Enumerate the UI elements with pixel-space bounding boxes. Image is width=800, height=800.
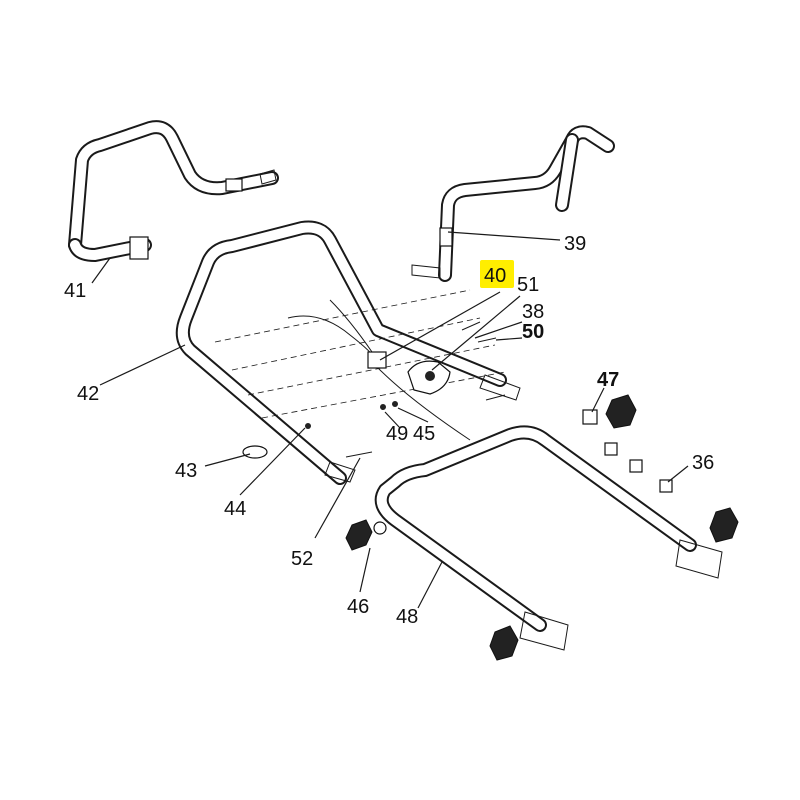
right-knob[interactable] [709,507,739,543]
part-41-bail-bar[interactable] [68,120,279,262]
label-40: 40 [484,265,506,287]
label-50: 50 [522,321,544,343]
label-42: 42 [77,383,99,405]
part-42-upper-handle[interactable] [175,220,521,485]
part-36-clips[interactable] [604,442,673,493]
label-51: 51 [517,274,539,296]
part-40-cable-assembly[interactable] [287,299,471,441]
label-44: 44 [224,498,246,520]
label-46: 46 [347,596,369,618]
label-41: 41 [64,280,86,302]
label-36: 36 [692,452,714,474]
label-47: 47 [597,369,619,391]
highlight-40 [480,260,514,288]
part-46-knob[interactable] [345,519,387,551]
part-39-bail-bar[interactable] [411,125,615,282]
label-48: 48 [396,606,418,628]
lower-knob[interactable] [489,625,519,661]
part-43-clip[interactable] [242,445,268,459]
small-hardware [305,321,506,458]
label-38: 38 [522,301,544,323]
leader-lines [91,231,689,609]
label-45: 45 [413,423,435,445]
part-48-lower-handle[interactable] [374,425,723,651]
part-47-knob[interactable] [582,394,637,429]
label-39: 39 [564,233,586,255]
label-52: 52 [291,548,313,570]
label-49: 49 [386,423,408,445]
label-43: 43 [175,460,197,482]
part-45-switch-block[interactable] [407,360,451,395]
